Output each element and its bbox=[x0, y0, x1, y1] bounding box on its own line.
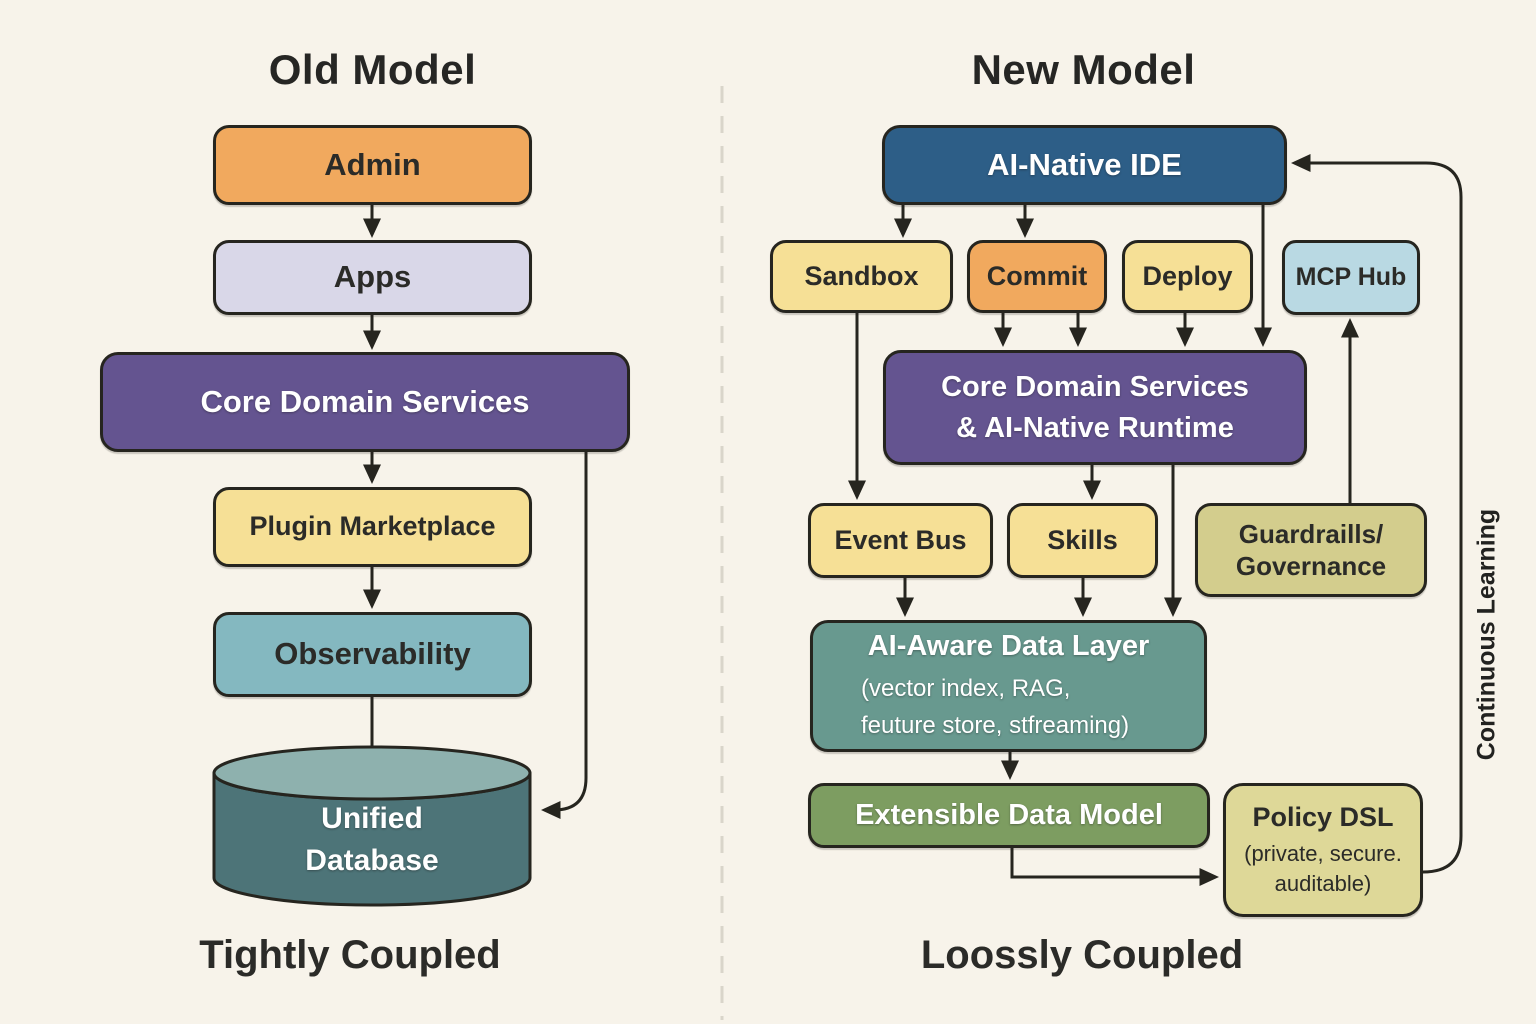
node-observability: Observability bbox=[213, 612, 532, 697]
node-skills: Skills bbox=[1007, 503, 1158, 578]
arrow-extensible-policy bbox=[1010, 848, 1219, 886]
continuous-learning-label: Continuous Learning bbox=[1472, 508, 1501, 761]
tightly-coupled-caption: Tightly Coupled bbox=[199, 933, 501, 977]
node-deploy: Deploy bbox=[1122, 240, 1253, 313]
policy-dsl-subtitle-line2: auditable) bbox=[1274, 870, 1372, 896]
skills-label: Skills bbox=[1047, 524, 1118, 555]
data-layer-subtitle-line2: feuture store, stfreaming) bbox=[861, 712, 1130, 740]
runtime-label-line2: & AI-Native Runtime bbox=[956, 411, 1234, 444]
node-ai-aware-data-layer: AI-Aware Data Layer (vector index, RAG, … bbox=[810, 620, 1207, 752]
extensible-data-model-label: Extensible Data Model bbox=[855, 799, 1163, 832]
plugin-marketplace-label: Plugin Marketplace bbox=[249, 511, 496, 542]
ai-native-ide-label: AI-Native IDE bbox=[987, 146, 1182, 182]
node-mcp-hub: MCP Hub bbox=[1282, 240, 1420, 315]
new-model-title: New Model bbox=[971, 46, 1196, 93]
node-commit: Commit bbox=[967, 240, 1107, 313]
policy-dsl-title: Policy DSL bbox=[1252, 802, 1394, 833]
arrow-core-database-bypass bbox=[541, 452, 588, 819]
node-extensible-data-model: Extensible Data Model bbox=[808, 783, 1210, 848]
node-event-bus: Event Bus bbox=[808, 503, 993, 578]
data-layer-subtitle-line1: (vector index, RAG, bbox=[861, 674, 1071, 702]
deploy-label: Deploy bbox=[1142, 260, 1233, 291]
node-apps: Apps bbox=[213, 240, 532, 315]
unified-database-label: Unified Database bbox=[213, 798, 531, 882]
node-sandbox: Sandbox bbox=[770, 240, 953, 313]
node-runtime: Core Domain Services & AI-Native Runtime bbox=[883, 350, 1307, 465]
sandbox-label: Sandbox bbox=[804, 260, 919, 291]
node-guardrails-governance: Guardraills/ Governance bbox=[1195, 503, 1427, 597]
loosely-coupled-caption: Loossly Coupled bbox=[920, 933, 1244, 977]
node-core-domain-services: Core Domain Services bbox=[100, 352, 630, 452]
unified-database-line2: Database bbox=[305, 844, 439, 877]
core-domain-services-label: Core Domain Services bbox=[200, 383, 530, 419]
node-plugin-marketplace: Plugin Marketplace bbox=[213, 487, 532, 567]
admin-label: Admin bbox=[324, 146, 421, 182]
commit-label: Commit bbox=[986, 260, 1088, 291]
apps-label: Apps bbox=[333, 259, 412, 295]
node-policy-dsl: Policy DSL (private, secure. auditable) bbox=[1223, 783, 1423, 917]
event-bus-label: Event Bus bbox=[834, 524, 967, 555]
policy-dsl-subtitle-line1: (private, secure. bbox=[1244, 841, 1402, 867]
node-ai-native-ide: AI-Native IDE bbox=[882, 125, 1287, 205]
mcp-hub-label: MCP Hub bbox=[1295, 262, 1407, 291]
runtime-label-line1: Core Domain Services bbox=[941, 370, 1249, 403]
guardrails-label-line2: Governance bbox=[1235, 551, 1387, 581]
node-admin: Admin bbox=[213, 125, 532, 205]
unified-database-line1: Unified bbox=[321, 802, 423, 835]
guardrails-label-line1: Guardraills/ bbox=[1238, 518, 1384, 549]
old-model-title: Old Model bbox=[268, 46, 477, 93]
observability-label: Observability bbox=[274, 636, 471, 672]
data-layer-title: AI-Aware Data Layer bbox=[867, 629, 1150, 662]
